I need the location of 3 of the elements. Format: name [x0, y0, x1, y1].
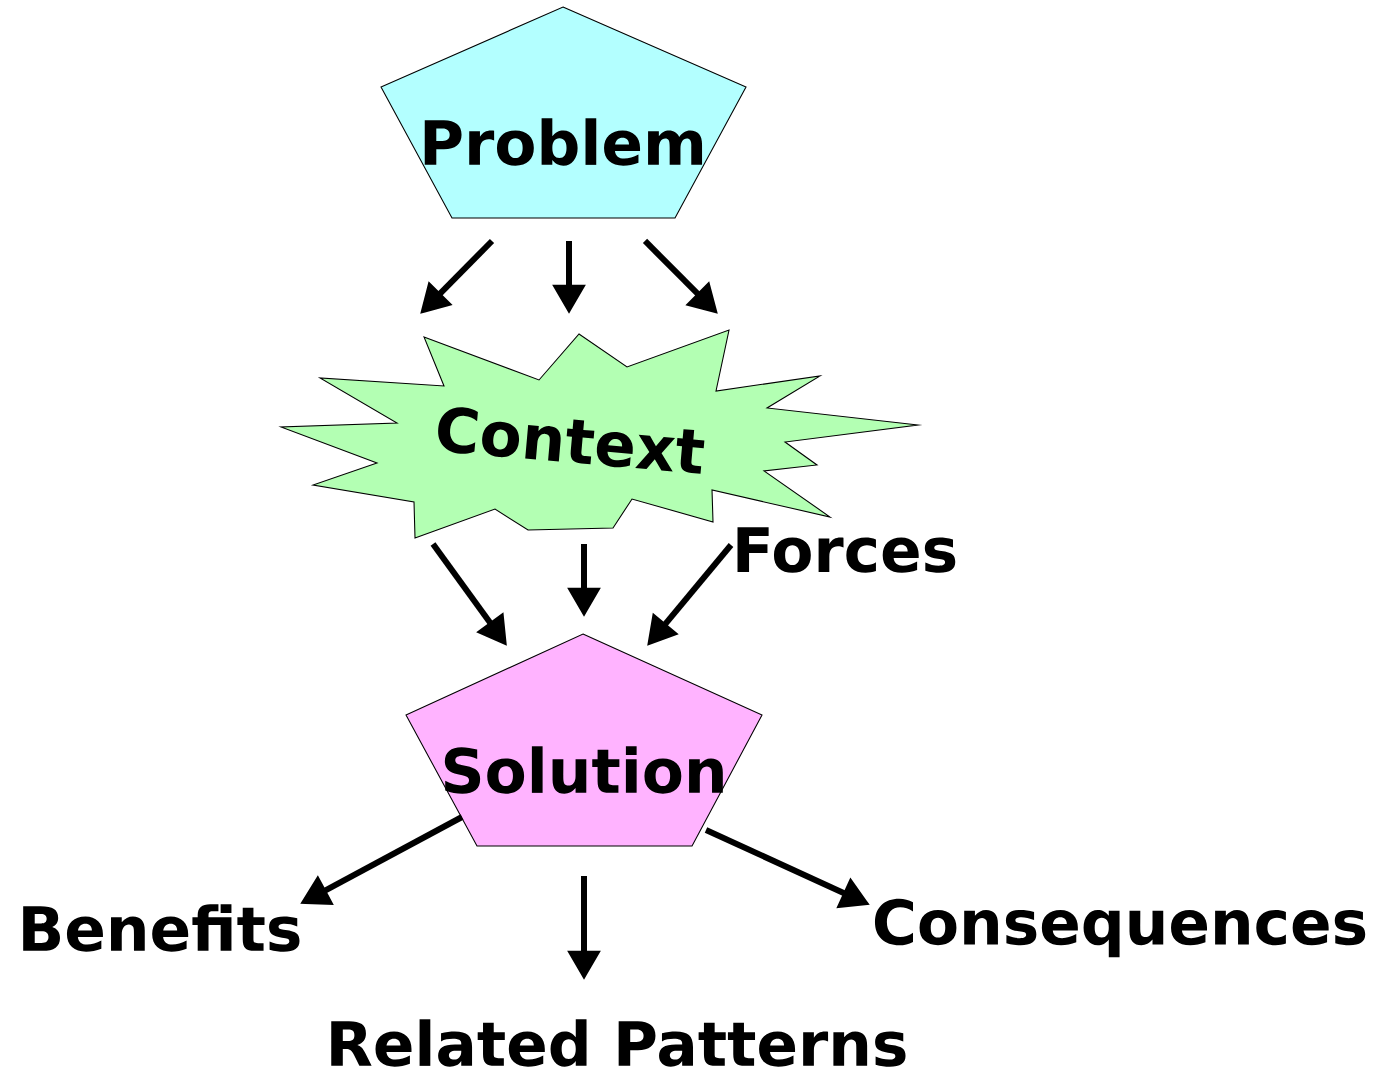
label-text: Consequences	[874, 898, 1366, 958]
label-text: Benefits	[23, 904, 300, 952]
label-text: Related Patterns	[331, 1019, 906, 1067]
